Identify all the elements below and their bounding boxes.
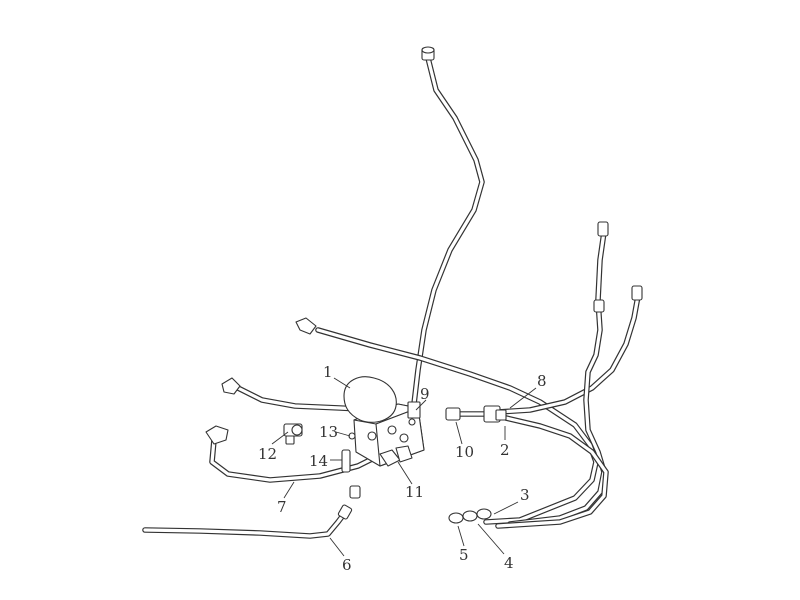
fitting-5 xyxy=(448,512,464,524)
callout-2: 2 xyxy=(500,441,510,459)
leader-13 xyxy=(335,431,351,437)
callout-9: 9 xyxy=(420,385,430,403)
valve-port xyxy=(408,418,416,426)
fitting-hose-7-end xyxy=(205,425,229,445)
callouts: 1 2 3 4 5 6 7 8 9 10 11 12 13 14 xyxy=(258,363,547,574)
hose-6 xyxy=(142,511,347,539)
leader-1 xyxy=(333,377,351,389)
hose-upper-diagonal xyxy=(315,327,599,525)
leader-11 xyxy=(397,461,413,485)
fitting-2-nut xyxy=(495,409,507,421)
fitting-left-hose xyxy=(221,377,241,395)
callout-7: 7 xyxy=(277,498,287,516)
hose-7 xyxy=(209,437,381,483)
valve-bracket-9 xyxy=(407,401,421,419)
callout-4: 4 xyxy=(504,554,514,572)
leader-lines xyxy=(271,377,537,557)
callout-6: 6 xyxy=(342,556,352,574)
leader-4 xyxy=(477,523,505,555)
fitting-12 xyxy=(283,423,303,445)
leader-7 xyxy=(283,481,295,499)
valve-port xyxy=(387,425,397,435)
valve-port xyxy=(399,433,409,443)
fitting-right-mid xyxy=(593,299,605,313)
fitting-14 xyxy=(341,449,351,473)
accumulator xyxy=(343,376,397,423)
fitting-3 xyxy=(476,508,492,520)
fitting-hose-6-end xyxy=(337,504,353,520)
callout-8: 8 xyxy=(537,372,547,390)
leader-3 xyxy=(493,501,519,515)
leader-5 xyxy=(457,525,465,547)
callout-12: 12 xyxy=(258,445,277,463)
leader-12 xyxy=(271,431,289,445)
fitting-upper-left-hose xyxy=(295,317,317,335)
callout-14: 14 xyxy=(309,452,328,470)
callout-11: 11 xyxy=(405,483,424,501)
leader-9 xyxy=(415,399,427,411)
callout-13: 13 xyxy=(319,423,338,441)
hose-3 xyxy=(495,415,609,529)
callout-1: 1 xyxy=(323,363,333,381)
callout-10: 10 xyxy=(455,443,474,461)
fitting-right-top xyxy=(597,221,609,237)
hoses xyxy=(142,55,641,539)
fitting-4 xyxy=(462,510,478,522)
fittings xyxy=(205,46,643,524)
fitting-10 xyxy=(445,407,461,421)
leader-10 xyxy=(455,421,463,445)
leader-8 xyxy=(509,387,537,409)
callout-5: 5 xyxy=(459,546,469,564)
fitting-top-cap xyxy=(421,46,435,54)
hose-vertical-top xyxy=(411,55,485,407)
fitting-right-8-end xyxy=(631,285,643,301)
valve-port xyxy=(367,431,377,441)
valve-block-assembly xyxy=(343,376,425,467)
fitting-11b xyxy=(395,445,413,463)
fitting-loose xyxy=(349,485,361,499)
leader-6 xyxy=(329,537,345,557)
hose-8 xyxy=(495,293,641,415)
callout-3: 3 xyxy=(520,486,530,504)
